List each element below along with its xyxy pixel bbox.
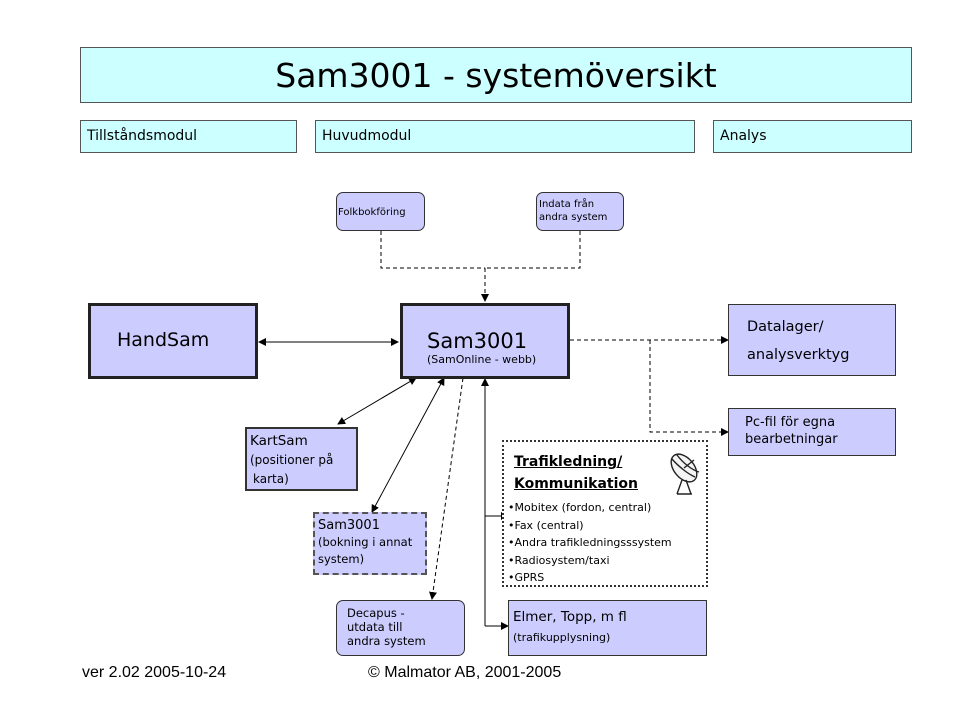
datalager-line2: analysverktyg xyxy=(747,347,850,363)
sam3001-main-subtitle: (SamOnline - webb) xyxy=(427,353,537,366)
handsam-node: HandSam xyxy=(88,303,258,379)
traffic-title: Trafikledning/ Kommunikation xyxy=(514,451,638,495)
datalager-node: Datalager/ analysverktyg xyxy=(728,304,896,376)
elmer-node: Elmer, Topp, m fl (trafikupplysning) xyxy=(508,600,707,656)
handsam-label: HandSam xyxy=(117,329,210,351)
traffic-items-list: Mobitex (fordon, central) Fax (central) … xyxy=(508,499,672,587)
traffic-item: Mobitex (fordon, central) xyxy=(508,499,672,517)
indata-node: Indata från andra system xyxy=(536,192,624,231)
copyright-label: © Malmator AB, 2001-2005 xyxy=(368,664,562,681)
traffic-item: Fax (central) xyxy=(508,517,672,535)
indata-line1: Indata från xyxy=(539,199,595,210)
folkbokforing-node: Folkbokföring xyxy=(336,192,425,231)
traffic-item: Radiosystem/taxi xyxy=(508,552,672,570)
kartsam-node: KartSam (positioner på karta) xyxy=(245,427,358,491)
indata-line2: andra system xyxy=(539,212,608,223)
connector-main-pcfil xyxy=(649,340,729,436)
sam3001-main-title: Sam3001 xyxy=(427,329,528,353)
traffic-title-line1: Trafikledning/ xyxy=(514,454,623,470)
version-label: ver 2.02 2005-10-24 xyxy=(82,664,227,681)
page-title: Sam3001 - systemöversikt xyxy=(80,47,912,103)
module-huvud: Huvudmodul xyxy=(315,120,695,153)
pcfil-line2: bearbetningar xyxy=(745,432,838,447)
elmer-line1: Elmer, Topp, m fl xyxy=(513,609,627,625)
elmer-line2: (trafikupplysning) xyxy=(513,631,611,644)
kartsam-title: KartSam xyxy=(250,433,308,449)
kartsam-line3: karta) xyxy=(253,472,289,486)
connector-main-samother xyxy=(371,377,445,513)
sam3001-main-node: Sam3001 (SamOnline - webb) xyxy=(400,303,570,379)
connector-folkbok xyxy=(380,231,485,269)
sam3001-other-line2: (bokning i annat xyxy=(318,535,413,549)
kartsam-line2: (positioner på xyxy=(250,453,334,467)
module-tillstand: Tillståndsmodul xyxy=(80,120,297,153)
connector-main-decapus xyxy=(429,377,464,600)
satellite-dish-icon xyxy=(670,453,700,495)
folkbokforing-label: Folkbokföring xyxy=(338,207,406,218)
traffic-item: Andra trafikledningsssystem xyxy=(508,534,672,552)
connector-indata xyxy=(485,231,581,269)
decapus-line3: andra system xyxy=(347,634,426,648)
datalager-line1: Datalager/ xyxy=(747,319,824,335)
sam3001-other-line3: system) xyxy=(318,552,365,566)
traffic-title-line2: Kommunikation xyxy=(514,476,638,492)
pcfil-node: Pc-fil för egna bearbetningar xyxy=(728,408,896,456)
traffic-item: GPRS xyxy=(508,569,672,587)
decapus-line2: utdata till xyxy=(347,620,403,634)
sam3001-other-node: Sam3001 (bokning i annat system) xyxy=(313,512,427,575)
traffic-communication-panel: Trafikledning/ Kommunikation Mobitex (fo… xyxy=(502,440,708,587)
decapus-node: Decapus - utdata till andra system xyxy=(336,600,465,656)
decapus-line1: Decapus - xyxy=(347,606,405,620)
connector-main-kartsam xyxy=(337,377,417,425)
module-analys: Analys xyxy=(713,120,912,153)
pcfil-line1: Pc-fil för egna xyxy=(745,415,836,430)
sam3001-other-title: Sam3001 xyxy=(318,518,380,533)
